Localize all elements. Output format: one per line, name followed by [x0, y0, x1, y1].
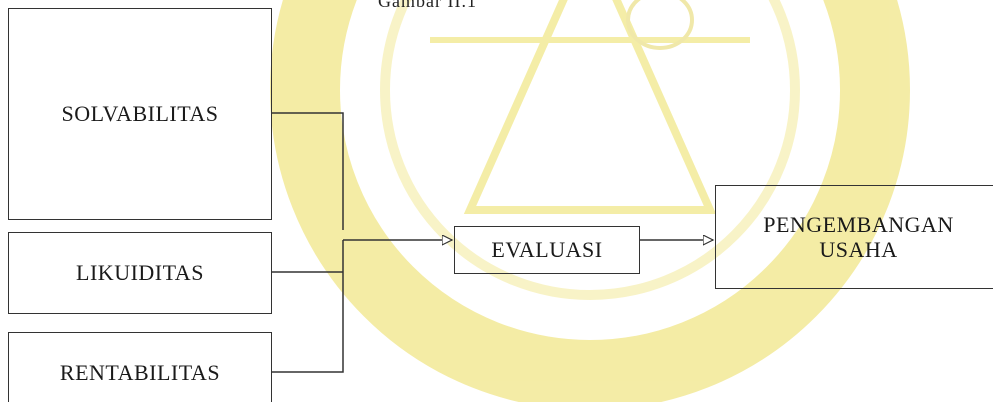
rentabilitas-connector	[271, 240, 344, 373]
figure-caption: Gambar II.1	[378, 0, 477, 11]
evaluasi-label: EVALUASI	[491, 237, 603, 263]
rentabilitas-box: RENTABILITAS	[8, 332, 272, 402]
pengembangan-usaha-box: PENGEMBANGAN USAHA	[715, 185, 993, 289]
solvabilitas-box: SOLVABILITAS	[8, 8, 272, 220]
solvabilitas-label: SOLVABILITAS	[61, 101, 219, 127]
pengembangan-label-line2: USAHA	[819, 237, 898, 262]
pengembangan-label-line1: PENGEMBANGAN	[763, 211, 954, 237]
evaluasi-box: EVALUASI	[454, 226, 640, 274]
solvabilitas-connector	[271, 112, 344, 230]
rentabilitas-label: RENTABILITAS	[59, 360, 221, 386]
likuiditas-box: LIKUIDITAS	[8, 232, 272, 314]
likuiditas-label: LIKUIDITAS	[76, 260, 204, 286]
